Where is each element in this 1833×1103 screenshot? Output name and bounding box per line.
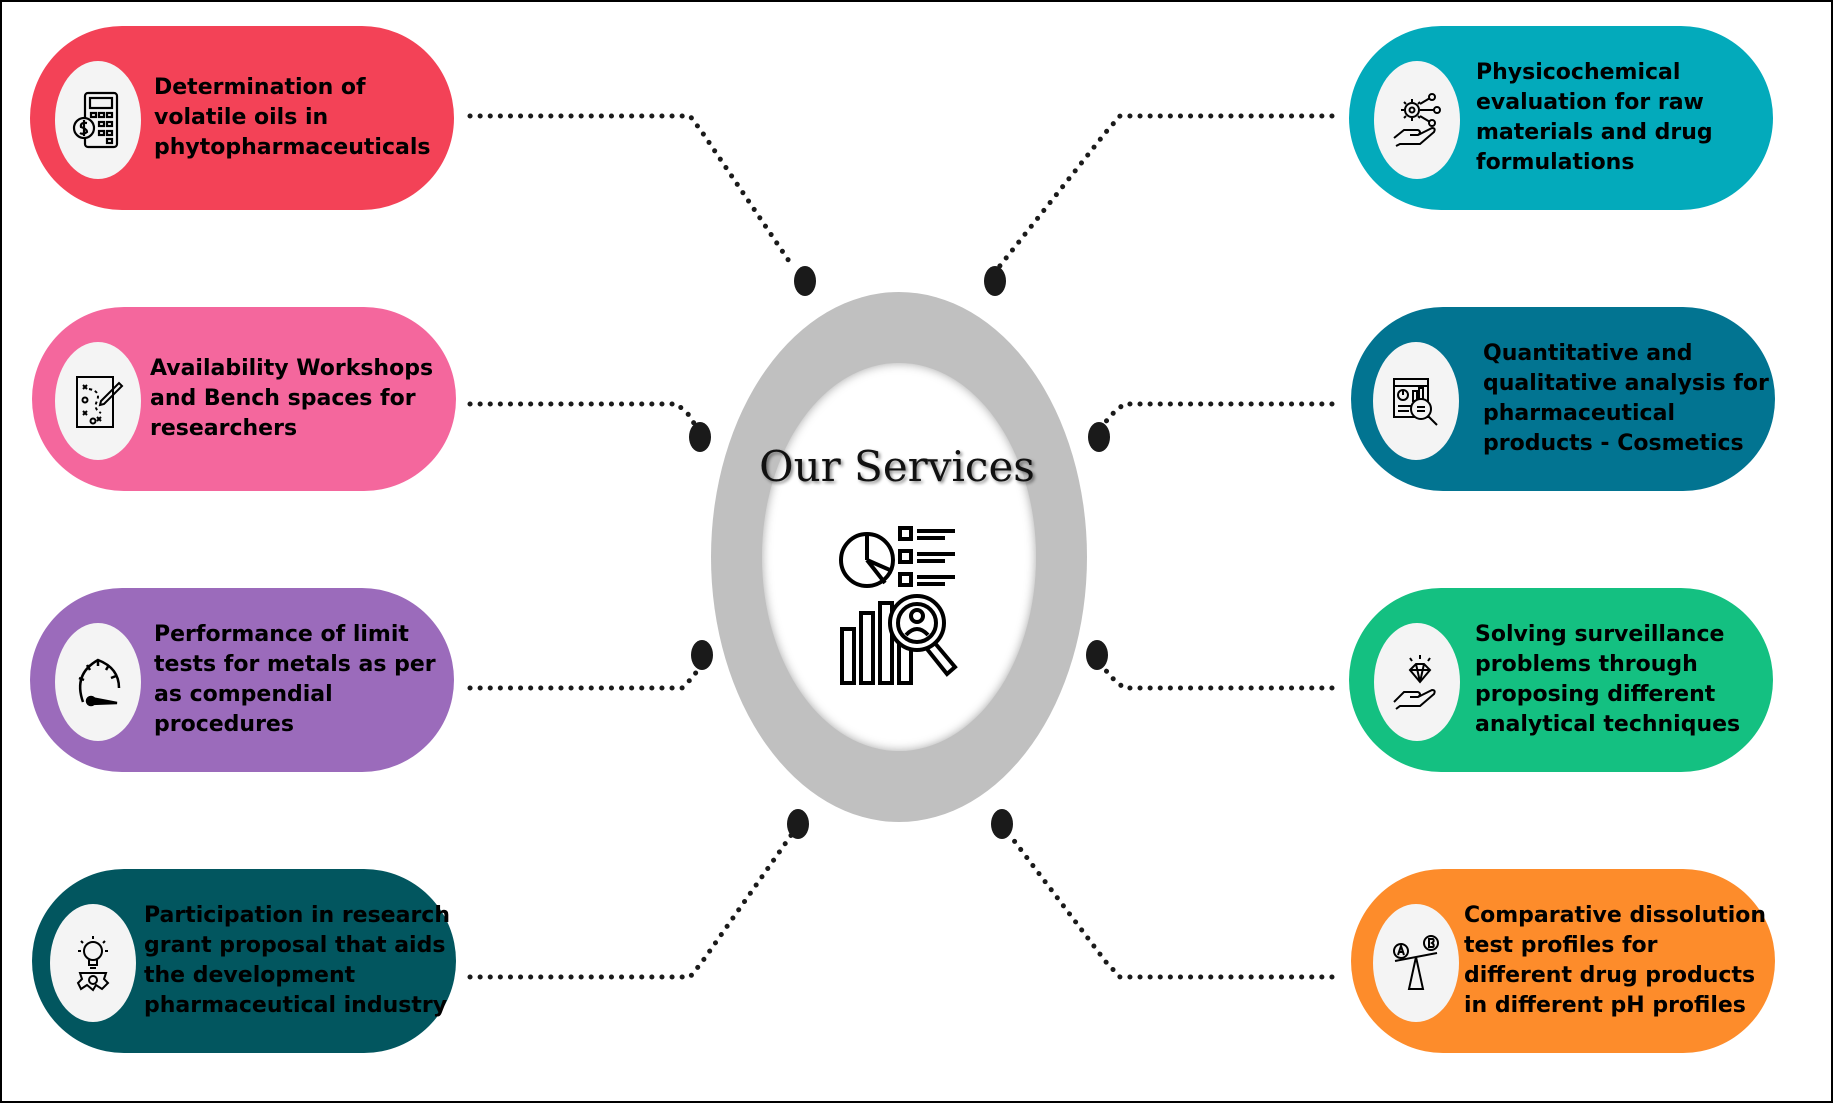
service-icon-holder xyxy=(55,342,141,460)
connector-3 xyxy=(467,662,703,691)
service-icon-holder xyxy=(50,904,136,1022)
strategy-plan-icon xyxy=(76,376,124,428)
service-icon-holder xyxy=(1374,623,1460,741)
service-text: Performance of limit tests for metals as… xyxy=(154,622,436,737)
hand-diamond-icon xyxy=(1393,655,1436,710)
service-surveillance: Solving surveillance problems through pr… xyxy=(1349,588,1773,772)
service-workshops: Availability Workshops and Bench spaces … xyxy=(32,307,456,491)
service-limit-tests: Performance of limit tests for metals as… xyxy=(30,588,454,772)
service-text: Comparative dissolution test profiles fo… xyxy=(1464,903,1767,1018)
service-text: Availability Workshops and Bench spaces … xyxy=(150,356,434,441)
service-text: Quantitative and qualitative analysis fo… xyxy=(1483,341,1769,456)
service-text: Solving surveillance problems through pr… xyxy=(1475,622,1741,737)
service-icon-holder xyxy=(1374,61,1460,179)
center-title: Our Services xyxy=(759,442,1035,491)
connector-1 xyxy=(467,113,796,270)
service-icon-holder xyxy=(1373,342,1459,460)
connector-2 xyxy=(467,401,699,430)
service-text: Physicochemical evaluation for raw mater… xyxy=(1476,60,1713,175)
connector-4 xyxy=(467,831,795,980)
service-text: Participation in research grant proposal… xyxy=(144,903,451,1018)
lightbulb-gear-icon xyxy=(76,936,110,992)
connector-8 xyxy=(1006,831,1335,980)
service-physicochemical: Physicochemical evaluation for raw mater… xyxy=(1349,26,1773,210)
service-icon-holder xyxy=(55,61,141,179)
connector-5 xyxy=(996,113,1335,270)
connector-5-endpoint xyxy=(984,266,1006,296)
report-magnifier-icon xyxy=(1393,378,1438,426)
service-volatile-oils: Determination of volatile oils in phytop… xyxy=(30,26,454,210)
analytics-report-icon xyxy=(839,526,958,685)
service-quantitative-analysis: Quantitative and qualitative analysis fo… xyxy=(1351,307,1775,491)
service-text: Determination of volatile oils in phytop… xyxy=(154,75,431,160)
connector-6-endpoint xyxy=(1088,422,1110,452)
service-icon-holder xyxy=(1373,904,1459,1022)
connector-4-endpoint xyxy=(787,809,809,839)
connector-7-endpoint xyxy=(1086,640,1108,670)
calculator-icon xyxy=(72,91,119,149)
balance-scale-icon xyxy=(1393,935,1439,990)
service-research-grant: Participation in research grant proposal… xyxy=(32,869,456,1053)
service-dissolution-profiles: Comparative dissolution test profiles fo… xyxy=(1351,869,1775,1053)
hand-gear-icon xyxy=(1393,93,1441,147)
connector-3-endpoint xyxy=(691,640,713,670)
service-icon-holder xyxy=(55,623,141,741)
gauge-icon xyxy=(78,658,121,707)
connector-1-endpoint xyxy=(794,266,816,296)
connector-2-endpoint xyxy=(689,422,711,452)
connector-6 xyxy=(1099,401,1335,430)
connector-7 xyxy=(1099,662,1335,691)
connector-8-endpoint xyxy=(991,809,1013,839)
